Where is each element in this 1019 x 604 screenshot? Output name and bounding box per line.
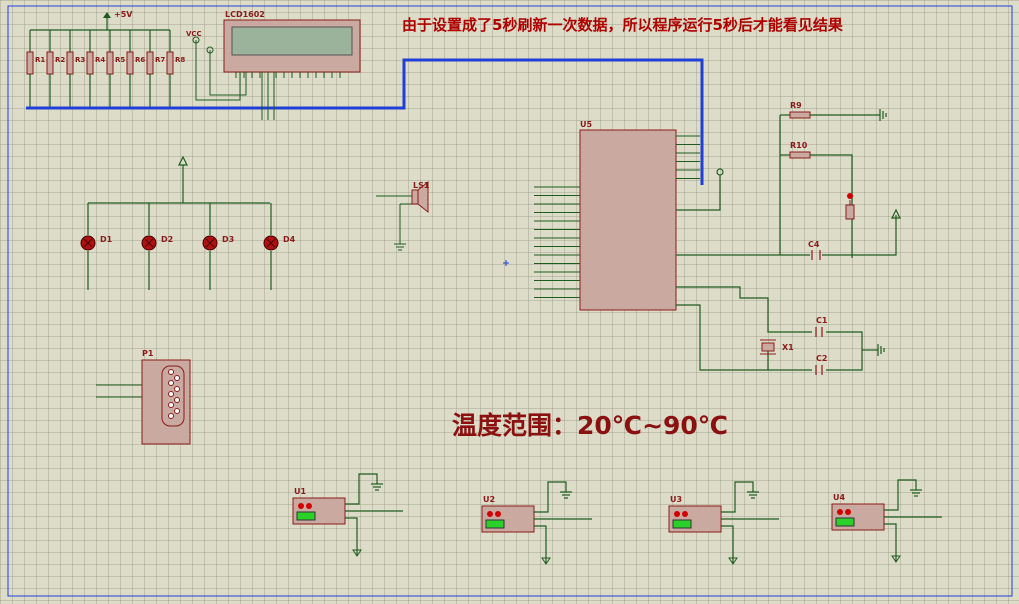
- sensor-gnd-wire: [534, 481, 567, 513]
- data-bus: [26, 58, 704, 185]
- resistor-body: [46, 51, 54, 75]
- supply-label: +5V: [114, 10, 133, 19]
- resistor-body: [146, 51, 154, 75]
- supply-arrow-icon: [103, 12, 111, 18]
- sensor-vcc-icon: [541, 557, 551, 565]
- refresh-notice: 由于设置成了5秒刷新一次数据，所以程序运行5秒后才能看见结果: [402, 16, 843, 34]
- led-array: D1 D2 D3 D4: [80, 203, 296, 290]
- lcd-ref: LCD1602: [225, 10, 265, 19]
- db9-pin: [168, 413, 174, 419]
- buzzer-ls1: [376, 180, 429, 251]
- db9-pin: [174, 375, 180, 381]
- mcu-u5: U5: [534, 120, 700, 311]
- c2-ref: C2: [816, 354, 827, 363]
- sensor-ref: U1: [294, 487, 306, 496]
- sensor-ref: U3: [670, 495, 682, 504]
- sensor-gnd-wire: [721, 481, 754, 513]
- led-ref: D1: [100, 235, 113, 244]
- r9-ref: R9: [790, 101, 802, 110]
- r10-ref: R10: [790, 141, 808, 150]
- db9-pin: [174, 397, 180, 403]
- lcd-wiring: [192, 36, 275, 120]
- led-mark: [266, 238, 276, 248]
- db9-pin: [174, 408, 180, 414]
- crystal-x1: [760, 339, 776, 355]
- sensor-display: [485, 519, 505, 529]
- sensor-display: [672, 519, 692, 529]
- sensor-led-icon: [495, 511, 501, 517]
- resistor-ref: R5: [115, 56, 125, 64]
- resistor-body: [166, 51, 174, 75]
- sensor-gnd-wire: [884, 479, 917, 511]
- sensor-led-icon: [682, 511, 688, 517]
- sensor-led-icon: [487, 511, 493, 517]
- sensor-ref: U2: [483, 495, 495, 504]
- buzzer-ref: LS1: [413, 181, 430, 190]
- resistor-r9: [789, 111, 811, 119]
- sensor-vcc-wire: [884, 523, 897, 562]
- sensor-led-icon: [845, 509, 851, 515]
- resistor-body: [26, 51, 34, 75]
- sensor-led-icon: [298, 503, 304, 509]
- db9-pin: [174, 386, 180, 392]
- lcd-screen: [231, 26, 353, 56]
- resistor-ref: R2: [55, 56, 65, 64]
- sensor-vcc-wire: [721, 525, 734, 564]
- resistor-body: [126, 51, 134, 75]
- led-mark: [144, 238, 154, 248]
- resistor-ref: R8: [175, 56, 185, 64]
- c1-ref: C1: [816, 316, 828, 325]
- db9-pin: [168, 369, 174, 375]
- resistor-body: [86, 51, 94, 75]
- p1-ref: P1: [142, 349, 154, 358]
- led-ref: D2: [161, 235, 173, 244]
- temperature-range-label: 温度范围：20℃~90℃: [452, 411, 729, 440]
- sensor-vcc-icon: [352, 549, 362, 557]
- reset-button: [845, 193, 855, 220]
- capacitors: [811, 250, 823, 375]
- led-wiring: [88, 155, 270, 204]
- resistor-ref: R4: [95, 56, 105, 64]
- db9-connector-p1: [96, 359, 191, 445]
- sensor-display: [296, 511, 316, 521]
- sensor-vcc-icon: [728, 557, 738, 565]
- db9-pin: [168, 391, 174, 397]
- sensor-vcc-wire: [345, 517, 358, 556]
- sensor-vcc-wire: [534, 525, 547, 564]
- c4-ref: C4: [808, 240, 820, 249]
- resistor-body: [66, 51, 74, 75]
- sensor-body: [292, 497, 346, 525]
- led-mark: [83, 238, 93, 248]
- sensor-vcc-icon: [891, 555, 901, 563]
- sensor-ref: U4: [833, 493, 845, 502]
- sheet-border: [7, 5, 1013, 597]
- right-wiring: [676, 109, 901, 371]
- resistor-ref: R7: [155, 56, 165, 64]
- resistor-body: [106, 51, 114, 75]
- led-mark: [205, 238, 215, 248]
- top-resistors: R1 R2 R3 R4 R5 R6 R7 R8: [26, 30, 185, 108]
- resistor-ref: R1: [35, 56, 45, 64]
- resistor-r10: [789, 151, 811, 159]
- resistor-ref: R6: [135, 56, 145, 64]
- sensor-led-icon: [674, 511, 680, 517]
- x1-ref: X1: [782, 343, 794, 352]
- resistor-network: [30, 14, 170, 31]
- led-ref: D3: [222, 235, 234, 244]
- lcd1602: LCD1602: [223, 10, 361, 78]
- vcc-label: VCC: [186, 30, 202, 38]
- resistor-ref: R3: [75, 56, 85, 64]
- sensor-led-icon: [837, 509, 843, 515]
- db9-pin: [168, 402, 174, 408]
- db9-pin: [168, 380, 174, 386]
- origin-marker: [503, 260, 509, 266]
- sensor-display: [835, 517, 855, 527]
- led-ref: D4: [283, 235, 296, 244]
- mcu-ref: U5: [580, 120, 592, 129]
- sensor-gnd-wire: [345, 473, 378, 505]
- sensor-led-icon: [306, 503, 312, 509]
